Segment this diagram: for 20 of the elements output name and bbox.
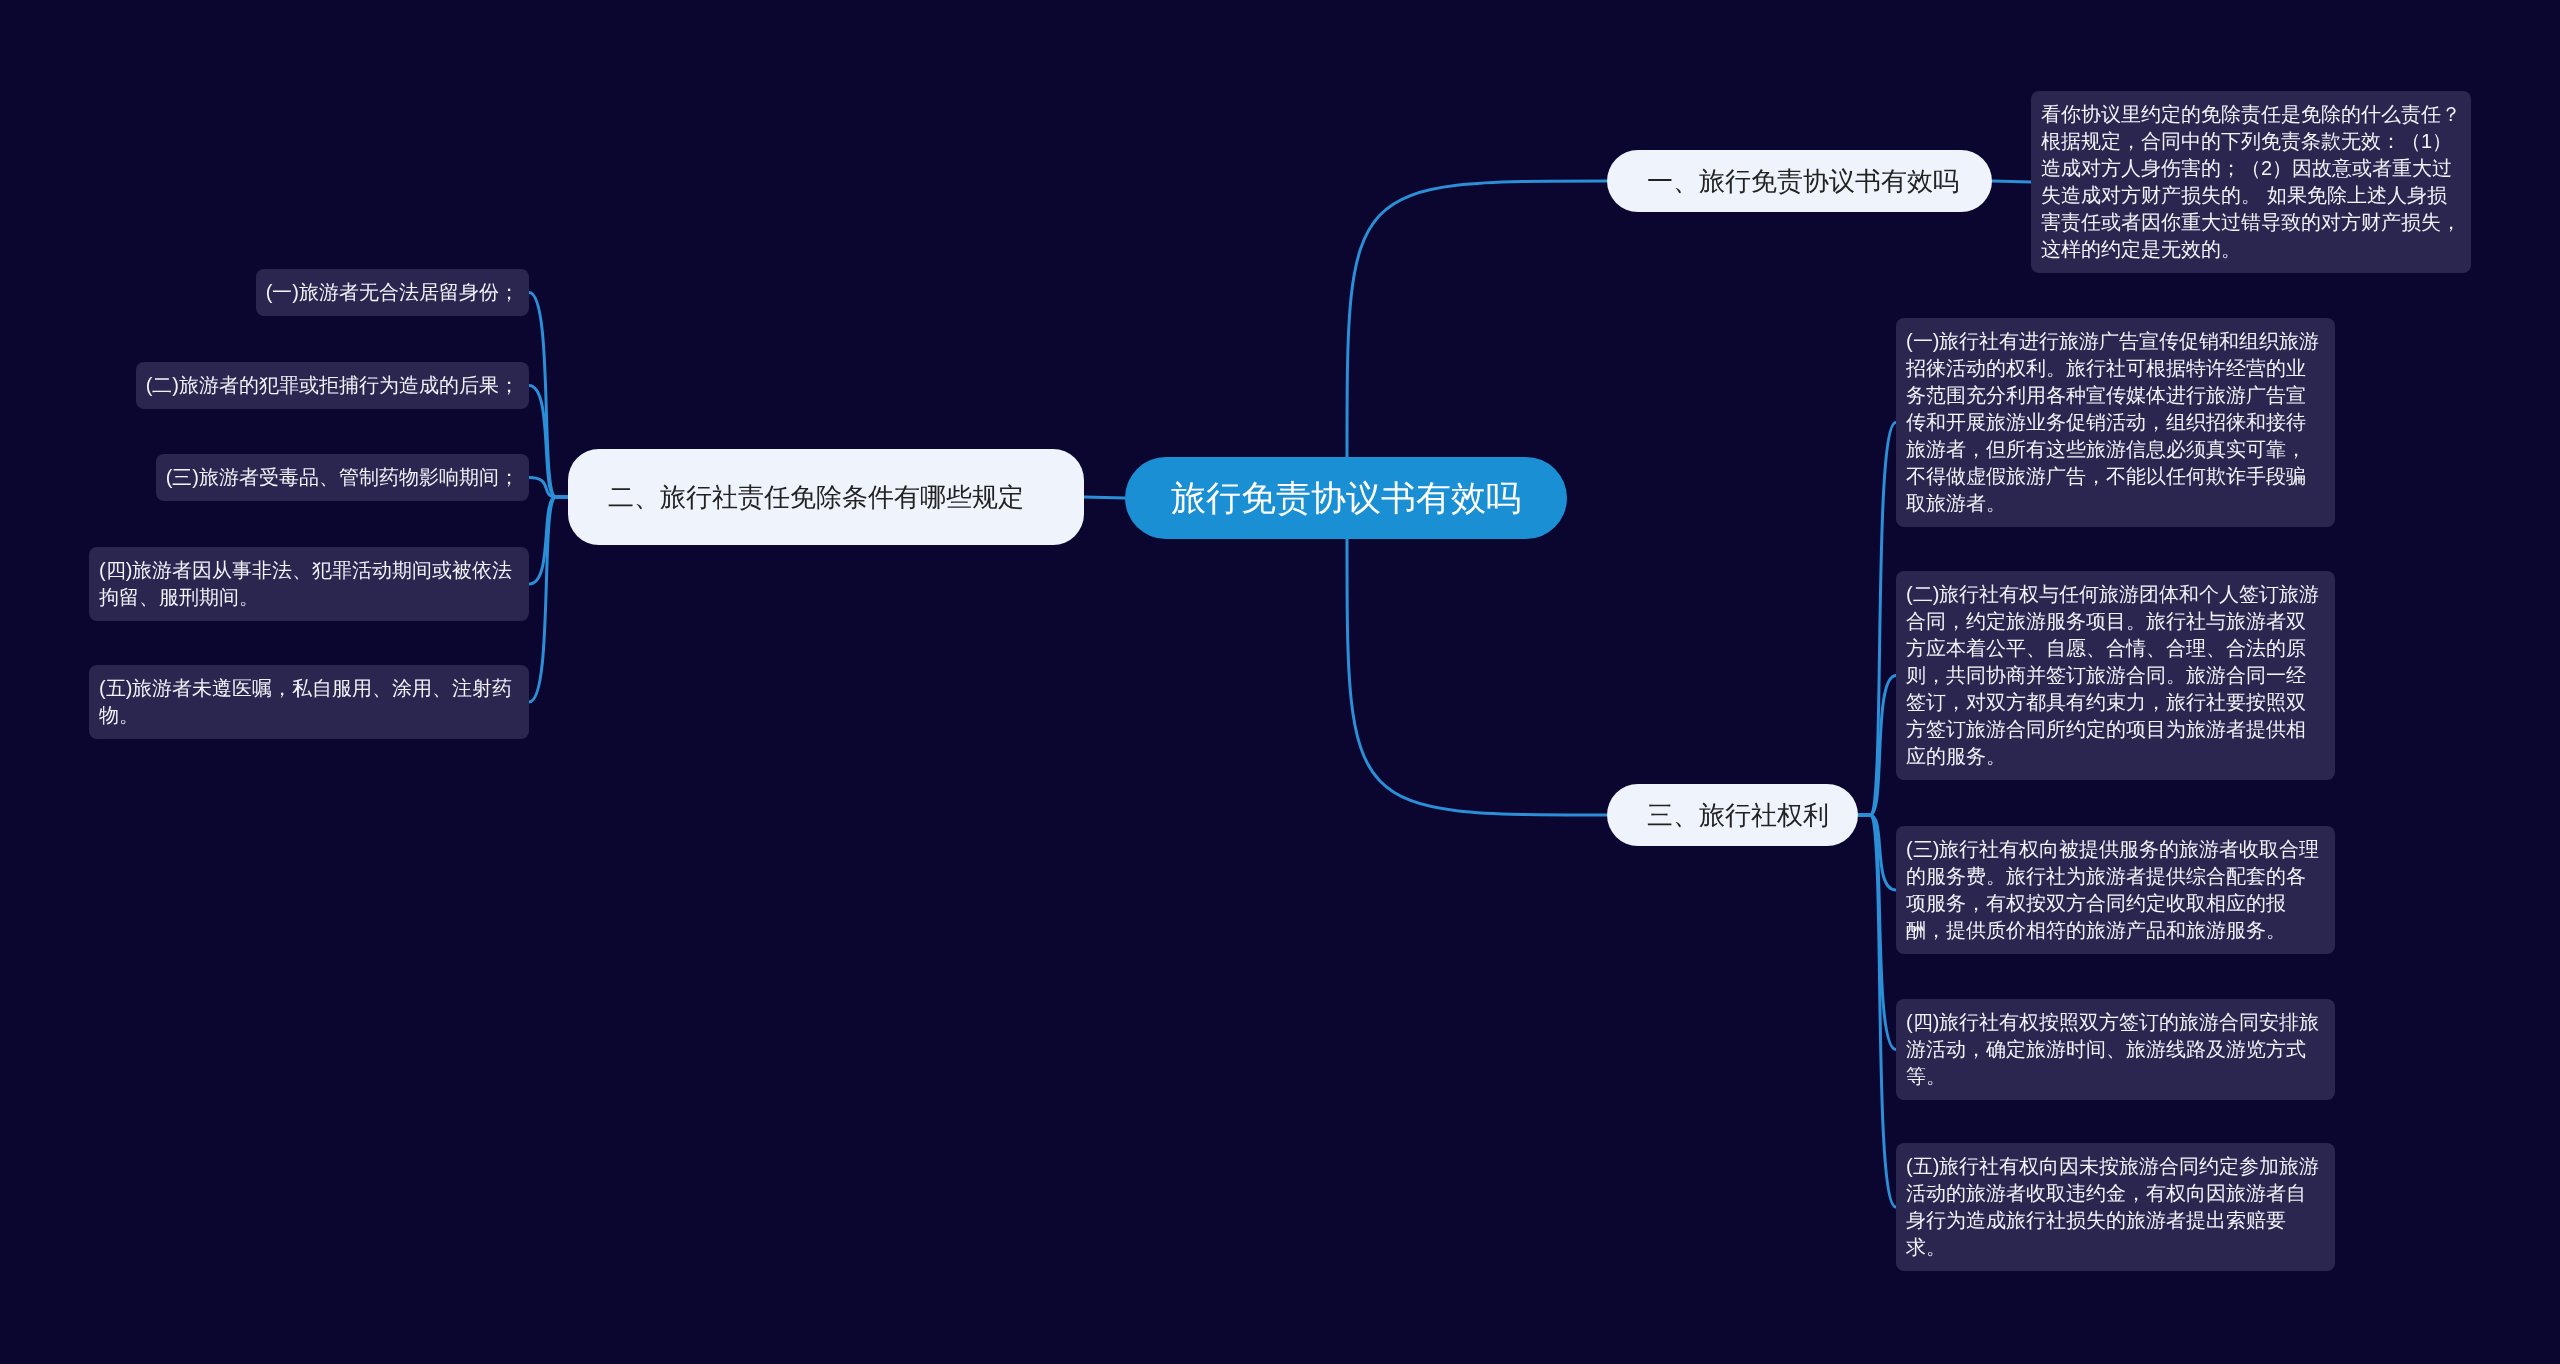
note-card: (三)旅游者受毒品、管制药物影响期间；: [155, 454, 529, 501]
note-card: (三)旅行社有权向被提供服务的旅游者收取合理的服务费。旅行社为旅游者提供综合配套的各项服务，有权按双方合同约定收取相应的报酬，提供质价相符的旅游产品和旅游服务。: [1896, 826, 2335, 954]
connector: [1345, 539, 1607, 817]
note-card: 看你协议里约定的免除责任是免除的什么责任？根据规定，合同中的下列免责条款无效：（1）造成对方人身伤害的；（2）因故意或者重大过失造成对方财产损失的。 如果免除上述人身损害责任或者因你重大过错导致的对方财产损失，这样的约定是无效的。: [2031, 91, 2471, 273]
note-card: (四)旅游者因从事非法、犯罪活动期间或被依法拘留、服刑期间。: [89, 547, 529, 621]
central-topic: 旅行免责协议书有效吗: [1125, 457, 1567, 539]
note-card: (二)旅游者的犯罪或拒捕行为造成的后果；: [135, 362, 529, 409]
branch-topic: 一、旅行免责协议书有效吗: [1607, 150, 1992, 212]
branch-topic: 三、旅行社权利: [1607, 784, 1858, 846]
note-card: (五)旅游者未遵医嘱，私自服用、涂用、注射药物。: [89, 665, 529, 739]
connector: [1083, 495, 1126, 500]
note-card: (一)旅行社有进行旅游广告宣传促销和组织旅游招徕活动的权利。旅行社可根据特许经营的业务范围充分利用各种宣传媒体进行旅游广告宣传和开展旅游业务促销活动，组织招徕和接待旅游者，但所有这些旅游信息必须真实可靠，不得做虚假旅游广告，不能以任何欺诈手段骗取旅游者。: [1896, 318, 2335, 527]
connector: [1991, 179, 2032, 184]
note-card: (五)旅行社有权向因未按旅游合同约定参加旅游活动的旅游者收取违约金，有权向因旅游者自身行为造成旅行社损失的旅游者提出索赔要求。: [1896, 1143, 2335, 1271]
note-card: (四)旅行社有权按照双方签订的旅游合同安排旅游活动，确定旅游时间、旅游线路及游览方式等。: [1896, 999, 2335, 1100]
connector: [1858, 813, 1898, 1208]
note-card: (二)旅行社有权与任何旅游团体和个人签订旅游合同，约定旅游服务项目。旅行社与旅游者双方应本着公平、自愿、合情、合理、合法的原则，共同协商并签订旅游合同。旅游合同一经签订，对双方都具有约束力，旅行社要按照双方签订旅游合同所约定的项目为旅游者提供相应的服务。: [1896, 571, 2335, 780]
branch-topic: 二、旅行社责任免除条件有哪些规定: [568, 449, 1084, 545]
note-card: (一)旅游者无合法居留身份；: [255, 269, 529, 316]
connector: [1345, 179, 1607, 457]
